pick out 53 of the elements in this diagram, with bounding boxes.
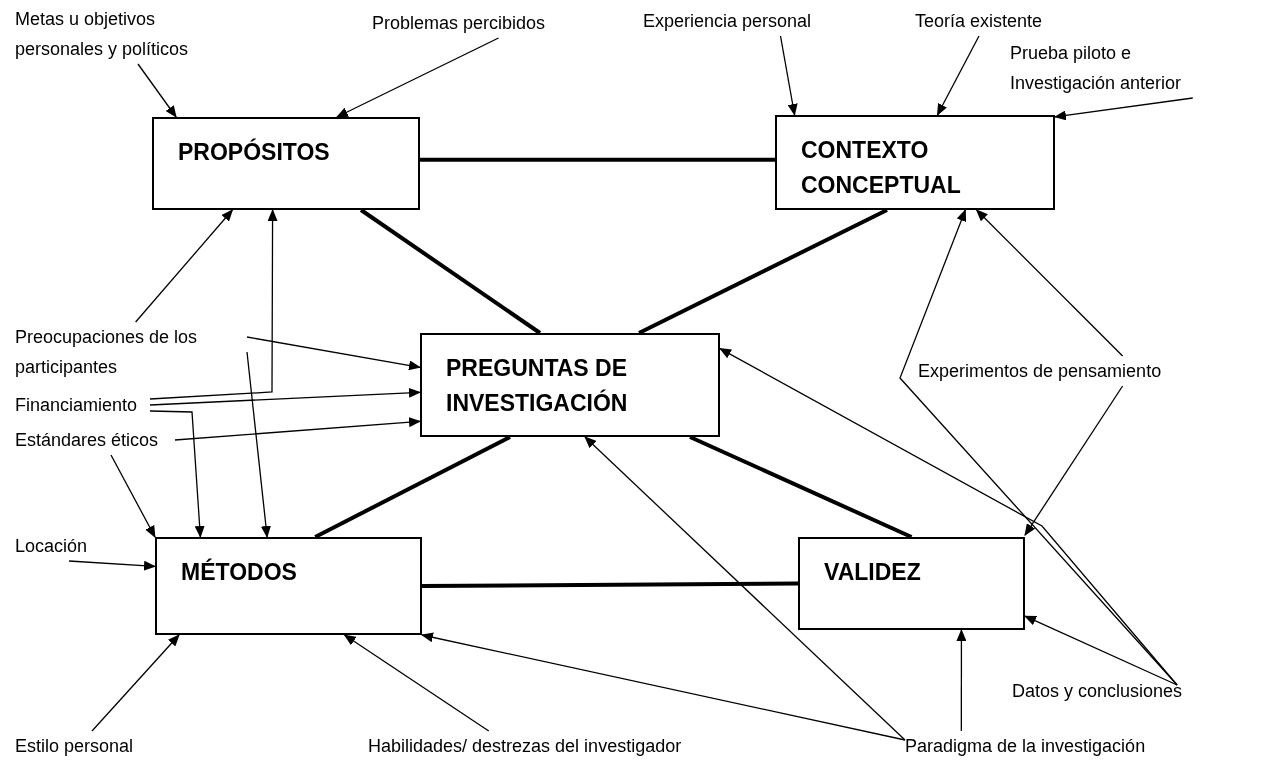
concept-box [155,537,422,635]
arrow [1024,615,1178,686]
arrow [779,35,798,116]
arrow [91,634,180,732]
arrow [137,63,177,118]
connector-line [422,581,798,588]
influence-label: Problemas percibidos [372,8,602,38]
influence-label: Experiencia personal [643,6,893,36]
arrow [421,632,906,741]
arrow [246,351,271,538]
connector-line [420,157,775,162]
influence-label: Locación [15,531,105,561]
arrow [149,387,421,406]
arrow [975,209,1124,357]
influence-label: Datos y conclusiones [1012,676,1184,706]
arrow [343,634,490,732]
concept-box [775,115,1055,210]
arrow [68,560,156,571]
influence-label: Habilidades/ destrezas del investigador [368,731,713,761]
concept-box [798,537,1025,630]
arrow [149,209,278,400]
concept-box [152,117,420,210]
box-title: VALIDEZ [824,558,922,587]
connector-line [359,208,542,335]
influence-label: Preocupaciones de los participantes [15,322,247,382]
arrow [336,37,500,118]
influence-label: Paradigma de la investigación [905,731,1257,761]
influence-label: Estándares éticos [15,425,175,455]
box-title: CONTEXTO CONCEPTUAL [801,136,962,200]
influence-label: Metas u objetivos personales y políticos [15,4,220,64]
influence-label: Prueba piloto e Investigación anterior [1010,38,1225,98]
box-title: PROPÓSITOS [178,137,331,167]
arrow [1054,97,1194,121]
arrow [174,417,421,441]
arrow [719,347,1178,686]
connector-line [689,435,913,539]
influence-label: Financiamiento [15,390,150,420]
arrow [135,209,234,323]
arrow [110,454,156,538]
connector-line [314,435,511,539]
influence-label: Experimentos de pensamiento [918,356,1248,386]
connector-line [638,208,888,335]
arrow [956,629,967,732]
arrow [584,436,906,741]
box-title: PREGUNTAS DE INVESTIGACIÓN [446,354,629,418]
arrow [1024,385,1124,536]
influence-label: Teoría existente [915,6,1075,36]
arrow [149,410,205,538]
arrow [936,35,980,116]
box-title: MÉTODOS [181,557,298,587]
concept-box [420,333,720,437]
arrow [246,336,421,371]
influence-label: Estilo personal [15,731,155,761]
